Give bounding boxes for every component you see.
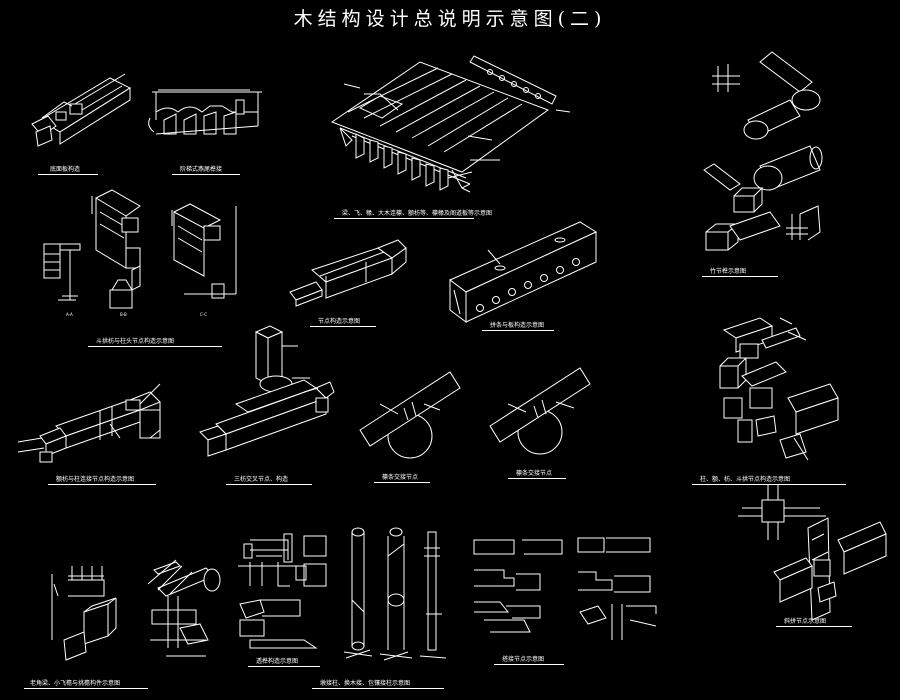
detail-dovetail-profile: [148, 89, 262, 135]
caption-underline: [248, 666, 320, 667]
detail-roof-assembly: [330, 55, 571, 193]
caption-underline: [38, 174, 98, 175]
caption-underline: [334, 218, 474, 219]
detail-column-bracket-stack: [719, 317, 839, 461]
detail-purlin-joint-a: [359, 371, 461, 459]
caption-underline: [226, 484, 312, 485]
drawing-title: 木结构设计总说明示意图(二): [293, 8, 607, 30]
detail-through-tenon: [238, 533, 327, 649]
caption-corner-beam: 老角梁、小飞檐与挑檐构件示意图: [30, 680, 121, 687]
detail-beam-column-joint: [17, 383, 161, 463]
detail-purlin-joint-b: [489, 367, 591, 455]
caption-purlin: 拼条与板构造示意图: [490, 322, 545, 329]
detail-bottom-panel: [31, 73, 132, 147]
caption-bottom-panel: 底面板构造: [50, 166, 81, 173]
caption-three-beam: 三枋交叉节点、构造: [234, 476, 289, 483]
caption-beam-column: 额枋与柱连接节点构造示意图: [56, 476, 135, 483]
caption-bamboo-tenon: 竹节榫示意图: [710, 268, 747, 275]
caption-underline: [692, 484, 846, 485]
caption-underline: [508, 478, 566, 479]
caption-lap-joints: 搭接节点示意图: [502, 656, 545, 663]
detail-bracket-column: A-A B-B C-C: [43, 189, 237, 317]
caption-purlin-joint-b: 檩条交接节点: [516, 470, 553, 477]
caption-node: 节点构造示意图: [318, 318, 361, 325]
caption-underline: [24, 688, 148, 689]
caption-through-tenon: 透榫构造示意图: [256, 658, 299, 665]
caption-purlin-joint-a: 檩条交接节点: [382, 474, 419, 481]
caption-diagonal-splice: 斜拼节点示意图: [784, 618, 827, 625]
caption-underline: [312, 688, 444, 689]
section-label-c: C-C: [200, 312, 207, 317]
caption-underline: [48, 484, 156, 485]
caption-underline: [310, 326, 376, 327]
detail-corner-beam-eave: [51, 559, 221, 661]
detail-lap-joints: [473, 537, 657, 640]
caption-roof-assembly: 梁、飞、椽、大木连檩、额枋等、檩椽及阁道板等示意图: [342, 210, 493, 217]
detail-node-tenon: [289, 239, 407, 307]
caption-underline: [494, 664, 564, 665]
detail-column-splice: [343, 527, 447, 661]
caption-dovetail: 阶梯式燕尾榫接: [180, 166, 223, 173]
detail-perforated-purlin: [449, 221, 598, 323]
caption-underline: [702, 276, 778, 277]
caption-underline: [776, 626, 852, 627]
section-label-b: B-B: [120, 312, 127, 317]
detail-log-joinery: [703, 51, 823, 251]
detail-diagonal-splice: [738, 484, 887, 621]
caption-underline: [374, 482, 430, 483]
section-label-a: A-A: [66, 312, 73, 317]
caption-underline: [172, 174, 240, 175]
caption-underline: [88, 346, 222, 347]
caption-bracket-column: 斗拱枋与柱头节点构造示意图: [96, 338, 175, 345]
caption-underline: [482, 330, 554, 331]
detail-three-beam-cross: [199, 325, 335, 457]
caption-column-bracket: 柱、额、枋、斗拱节点构造示意图: [700, 476, 791, 483]
caption-column-splice: 墩接柱、换木接、包镶接柱示意图: [320, 680, 411, 687]
